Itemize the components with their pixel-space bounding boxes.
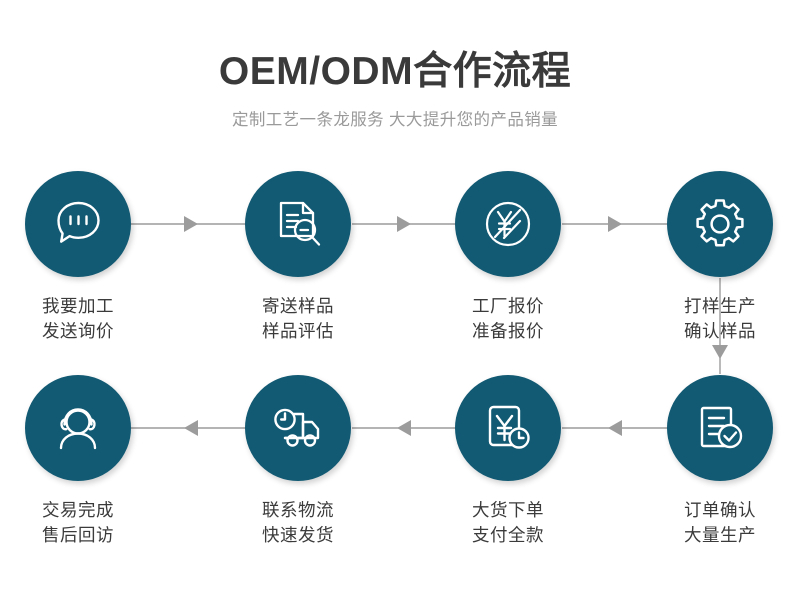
yen-document-clock-icon (479, 399, 537, 457)
headset-support-icon (48, 398, 108, 458)
flow-step-1-line1: 我要加工 (42, 296, 114, 316)
flow-step-3[interactable]: 工厂报价 准备报价 (428, 171, 588, 344)
flow-step-4-line2: 确认样品 (684, 320, 756, 341)
speech-bubble-dots-icon (48, 194, 108, 254)
flow-step-4[interactable]: 打样生产 确认样品 (640, 171, 790, 344)
flow-step-4-label: 打样生产 确认样品 (640, 294, 790, 344)
flow-step-7-line2: 快速发货 (262, 524, 334, 545)
flow-step-6[interactable]: 大货下单 支付全款 (428, 375, 588, 548)
flow-step-7-label: 联系物流 快速发货 (218, 498, 378, 548)
flow-step-3-bubble[interactable] (455, 171, 561, 277)
flow-step-7-bubble[interactable] (245, 375, 351, 481)
page-subtitle: 定制工艺一条龙服务 大大提升您的产品销量 (231, 110, 559, 129)
flow-step-6-line2: 支付全款 (472, 524, 544, 545)
flow-step-1-label: 我要加工 发送询价 (0, 294, 158, 344)
flow-step-8-label: 交易完成 售后回访 (0, 498, 158, 548)
flow-step-5[interactable]: 订单确认 大量生产 (640, 375, 790, 548)
flow-step-2[interactable]: 寄送样品 样品评估 (218, 171, 378, 344)
flow-step-5-label: 订单确认 大量生产 (640, 498, 790, 548)
header: OEM/ODM合作流程 定制工艺一条龙服务 大大提升您的产品销量 (0, 50, 790, 130)
flow-step-1[interactable]: 我要加工 发送询价 (0, 171, 158, 344)
flow-step-4-line1: 打样生产 (684, 296, 756, 316)
flow-step-6-bubble[interactable] (455, 375, 561, 481)
flow-step-8-line1: 交易完成 (42, 500, 114, 520)
delivery-truck-clock-icon (268, 398, 328, 458)
flow-step-6-line1: 大货下单 (472, 500, 544, 520)
flow-step-6-label: 大货下单 支付全款 (428, 498, 588, 548)
flow-step-1-bubble[interactable] (25, 171, 131, 277)
document-magnifier-icon (269, 195, 327, 253)
document-check-icon (691, 399, 749, 457)
flow-step-3-line1: 工厂报价 (472, 296, 544, 316)
gear-icon (690, 194, 750, 254)
flow-step-2-bubble[interactable] (245, 171, 351, 277)
flow-step-2-line2: 样品评估 (262, 320, 334, 341)
flow-step-7-line1: 联系物流 (262, 500, 334, 520)
flow-step-5-line1: 订单确认 (684, 500, 756, 520)
flow-step-3-label: 工厂报价 准备报价 (428, 294, 588, 344)
flow-step-5-bubble[interactable] (667, 375, 773, 481)
flow-step-2-label: 寄送样品 样品评估 (218, 294, 378, 344)
flow-step-4-bubble[interactable] (667, 171, 773, 277)
flow-step-7[interactable]: 联系物流 快速发货 (218, 375, 378, 548)
flow-step-2-line1: 寄送样品 (262, 296, 334, 316)
flow-step-5-line2: 大量生产 (684, 524, 756, 545)
yen-circle-slash-icon (479, 195, 537, 253)
page-title: OEM/ODM合作流程 (218, 50, 572, 93)
flow-step-3-line2: 准备报价 (472, 320, 544, 341)
flow-step-1-line2: 发送询价 (42, 320, 114, 341)
flow-step-8-line2: 售后回访 (42, 524, 114, 545)
flow-step-8[interactable]: 交易完成 售后回访 (0, 375, 158, 548)
flow-step-8-bubble[interactable] (25, 375, 131, 481)
